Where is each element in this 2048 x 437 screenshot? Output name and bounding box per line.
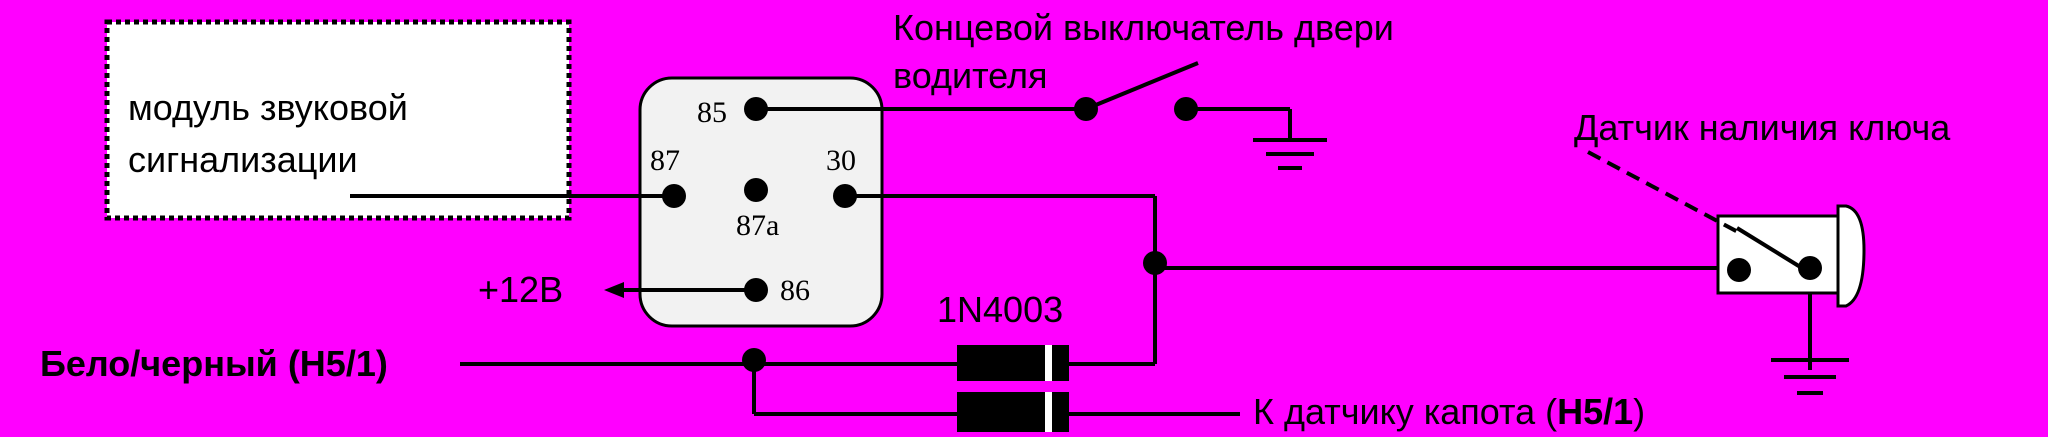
pin-87a-dot: [744, 178, 768, 202]
diode-lower-icon: [957, 392, 1069, 432]
hood-sensor-close: ): [1633, 391, 1645, 432]
supply-label: +12В: [478, 269, 563, 310]
pin-86-label: 86: [780, 274, 810, 307]
ground-icon-door: [1253, 138, 1327, 170]
module-label-line2: сигнализации: [128, 139, 358, 180]
module-label-line1: модуль звуковой: [128, 87, 408, 128]
hood-sensor-text: К датчику капота (: [1253, 391, 1557, 432]
door-switch-contact-right: [1174, 97, 1198, 121]
junction-dot-white-black: [742, 348, 766, 372]
ground-icon-key-sensor: [1771, 358, 1849, 395]
hood-sensor-label: К датчику капота (Н5/1): [1253, 391, 1645, 432]
white-black-wire-label: Бело/черный (Н5/1): [40, 343, 388, 384]
diode-upper-icon: [957, 345, 1069, 381]
key-sensor-label: Датчик наличия ключа: [1574, 107, 1951, 148]
door-switch-lever: [1085, 61, 1199, 111]
hood-sensor-code: Н5/1: [1557, 391, 1633, 432]
supply-arrow-icon: [604, 282, 624, 298]
door-switch-label-line1: Концевой выключатель двери: [893, 7, 1394, 48]
diode-label: 1N4003: [937, 289, 1063, 330]
pin-30-dot: [833, 184, 857, 208]
door-switch-label-line2: водителя: [893, 55, 1047, 96]
pin-85-dot: [744, 97, 768, 121]
sound-module-box: [104, 19, 572, 221]
relay-body: [638, 76, 884, 328]
pin-87-label: 87: [650, 144, 680, 177]
pin-85-label: 85: [697, 96, 727, 129]
pin-86-dot: [744, 278, 768, 302]
pin-30-label: 30: [826, 144, 856, 177]
key-sensor-pointer: [1587, 150, 1739, 234]
key-sensor-icon: [1716, 204, 1866, 308]
door-switch-contact-left: [1074, 97, 1098, 121]
pin-87a-label: 87a: [736, 209, 779, 242]
junction-dot-30: [1143, 251, 1167, 275]
pin-87-dot: [662, 184, 686, 208]
